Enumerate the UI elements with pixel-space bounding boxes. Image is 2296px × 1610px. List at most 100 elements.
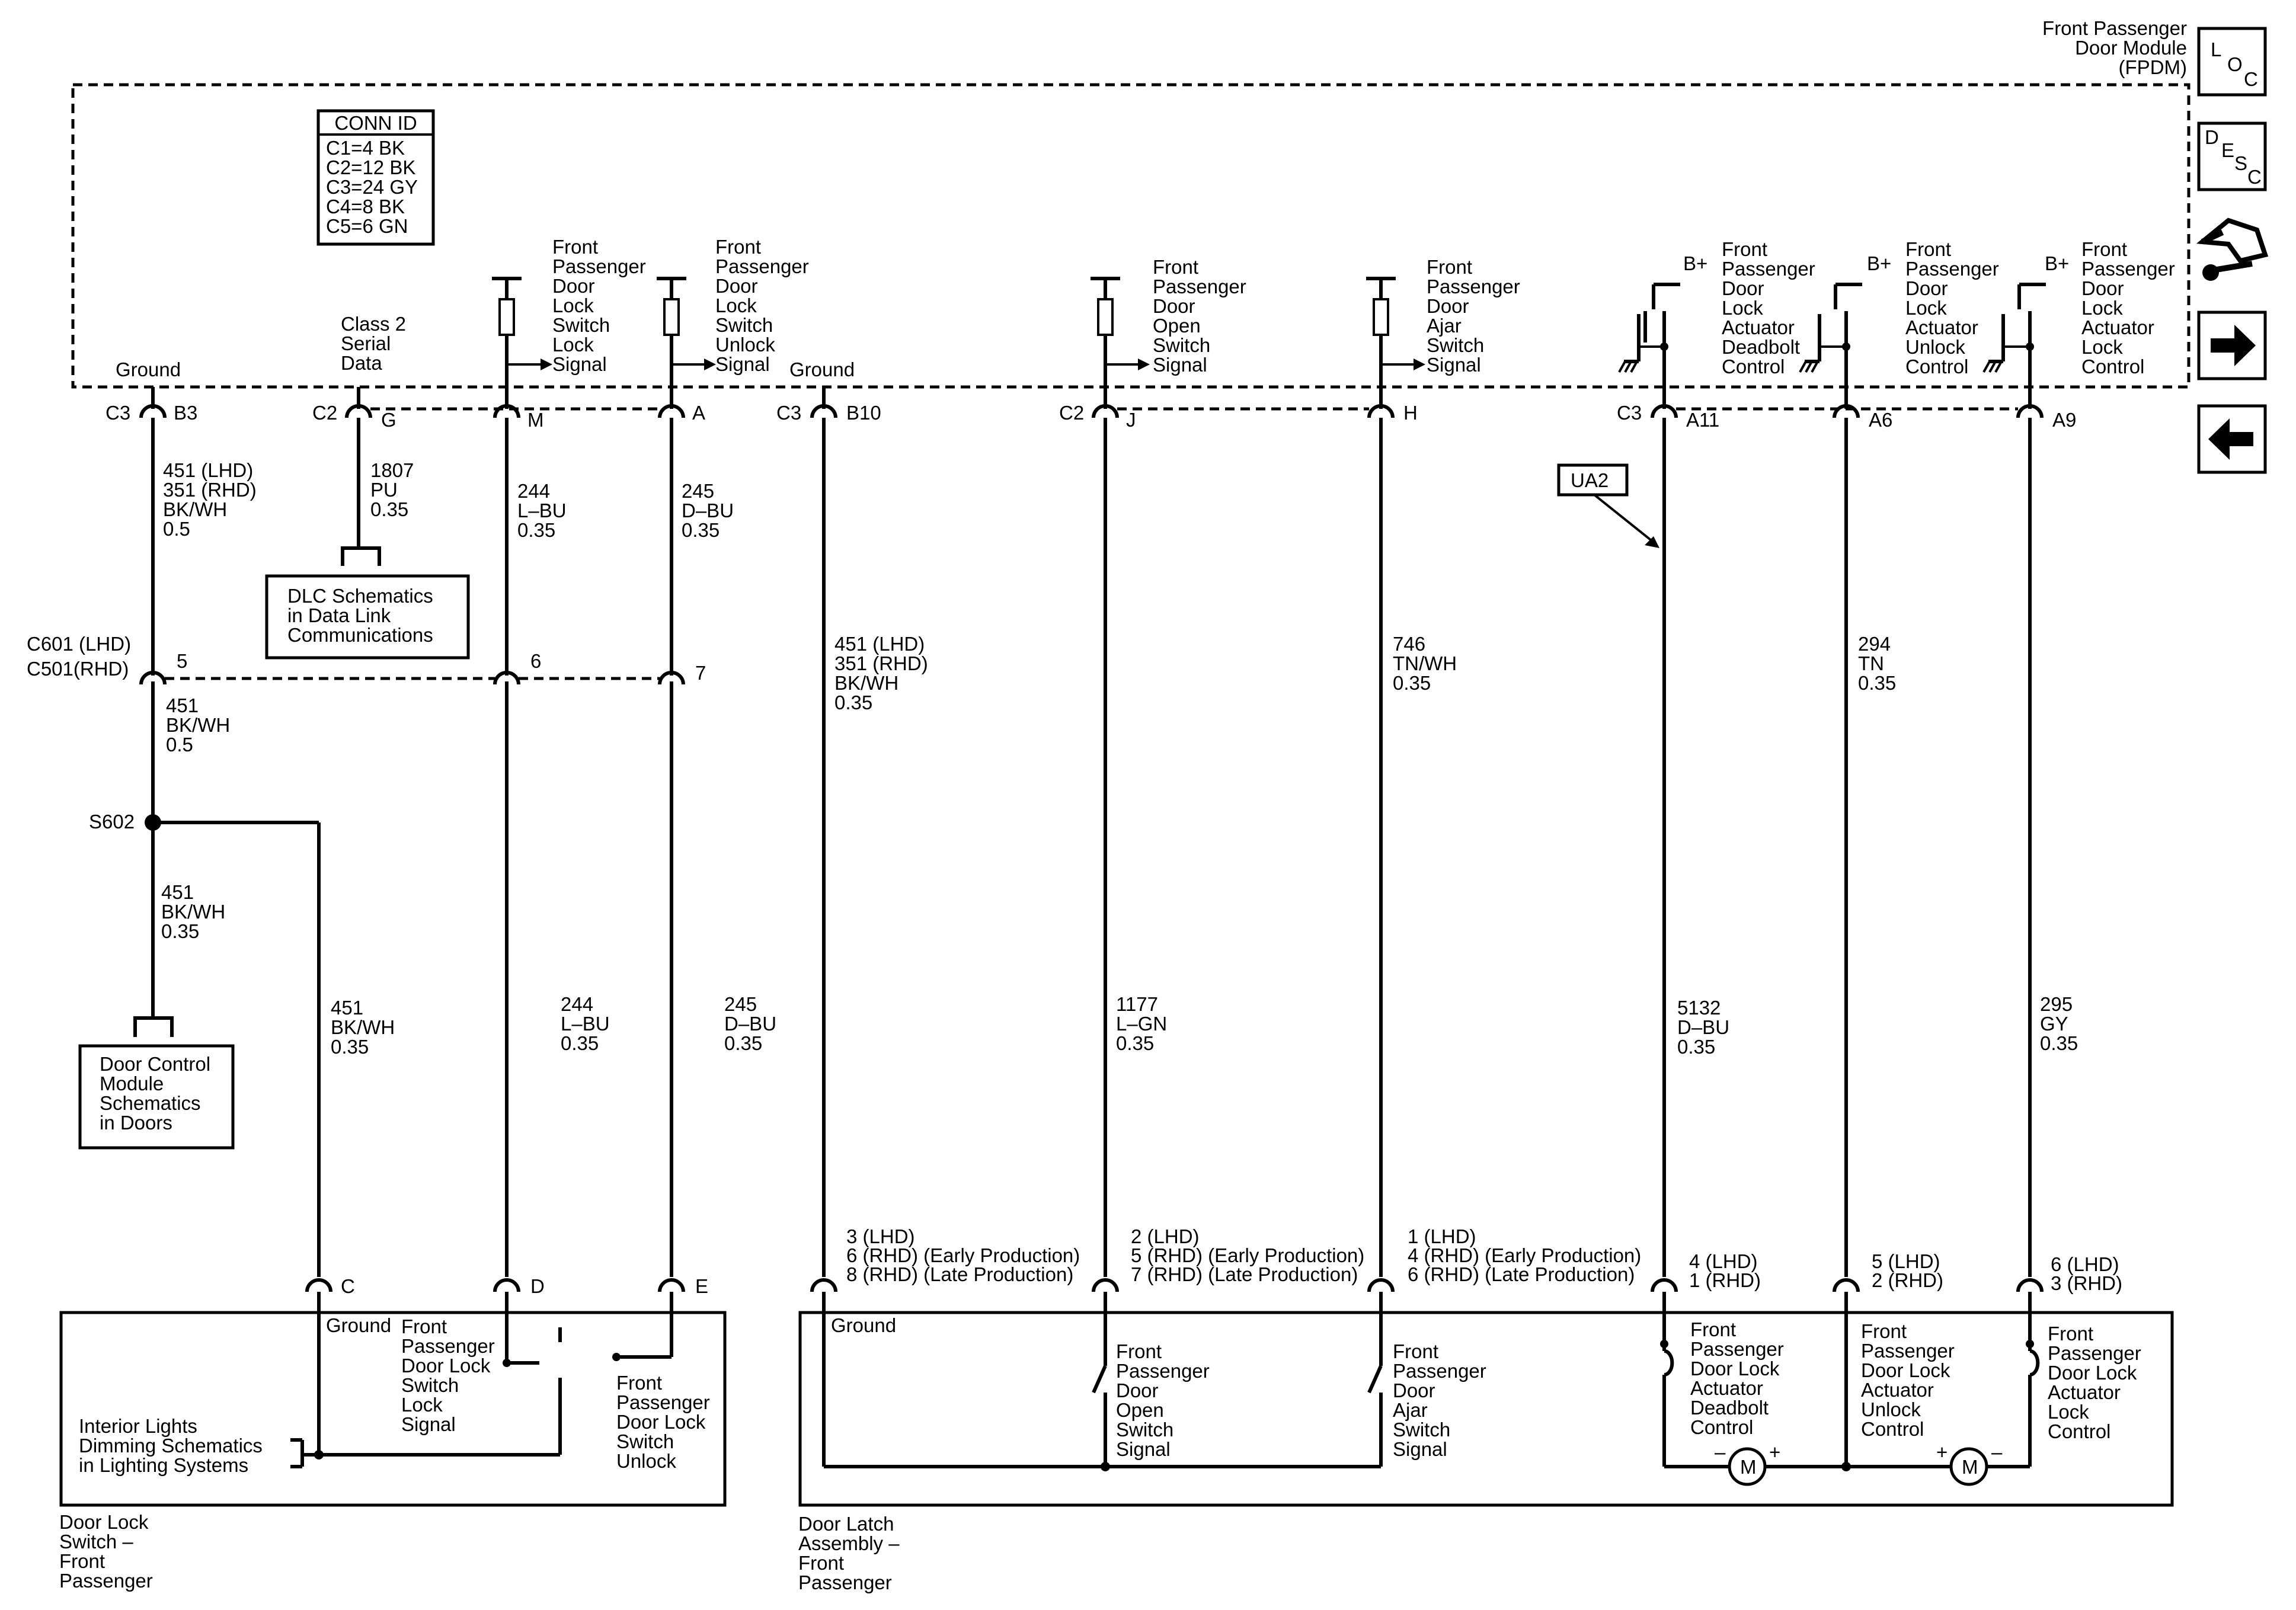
arrow-right-button[interactable] [2197, 311, 2267, 380]
text-line: Actuator [1690, 1377, 1763, 1399]
text-line: Door [552, 275, 595, 297]
text-line: 5 (RHD) (Early Production) [1131, 1244, 1364, 1266]
text-line: Door [1153, 295, 1195, 317]
text-line: Passenger [1393, 1360, 1486, 1382]
c501-label: C501(RHD) [27, 658, 129, 680]
text-line: Door Lock [1861, 1359, 1950, 1381]
bplus-label-2: B+ [1867, 252, 1891, 274]
text-line: Actuator [2081, 316, 2154, 338]
text-line: Door Lock [2048, 1362, 2137, 1384]
text-line: in Data Link [287, 604, 391, 626]
text-line: Switch – [59, 1531, 133, 1553]
pin-g: G [381, 409, 396, 431]
text-line: Dimming Schematics [79, 1435, 263, 1457]
bplus-label-1: B+ [1683, 252, 1707, 274]
text-line: Switch [401, 1374, 459, 1396]
text-line: 0.35 [161, 920, 199, 942]
text-line: 5132 [1677, 997, 1721, 1019]
text-line: D–BU [1677, 1016, 1729, 1038]
text-line: 2 (LHD) [1131, 1225, 1200, 1247]
text-line: 6 (LHD) [2051, 1253, 2119, 1275]
pin-b10: B10 [846, 402, 881, 424]
text-line: Door Latch [798, 1513, 894, 1535]
text-line: Door Control [100, 1053, 210, 1075]
text-line: Unlock [1905, 336, 1965, 358]
text-line: Door Module [2075, 37, 2187, 59]
pin-j: J [1126, 409, 1136, 431]
text-line: 0.35 [2040, 1032, 2078, 1054]
text-line: Front [401, 1315, 447, 1337]
text-line: C2=12 BK [326, 156, 415, 178]
text-line: Front [1153, 256, 1198, 278]
desc-button[interactable]: D E S C [2197, 121, 2267, 191]
text-line: Switch [1427, 334, 1484, 356]
loc-button[interactable]: L O C [2197, 27, 2267, 97]
text-line: Door Lock [401, 1355, 491, 1377]
text-line: Passenger [1690, 1338, 1784, 1360]
latch-pin-3: 1 (LHD)4 (RHD) (Early Production)6 (RHD)… [1408, 1225, 1641, 1285]
text-line: 0.35 [682, 519, 720, 541]
text-line: Actuator [1905, 316, 1978, 338]
text-line: BK/WH [161, 901, 225, 923]
latch-ground: Ground [831, 1314, 896, 1336]
text-line: Communications [287, 624, 433, 646]
latch-pin-6: 6 (LHD)3 (RHD) [2051, 1253, 2122, 1294]
arrow-left-button[interactable] [2197, 404, 2267, 474]
deadbolt-output-driver [1618, 283, 1680, 409]
text-line: Switch [715, 314, 773, 336]
text-line: Door [1393, 1379, 1435, 1401]
svg-text:C: C [2244, 68, 2258, 90]
text-line: Lock [2081, 336, 2123, 358]
text-line: 5 (LHD) [1872, 1250, 1940, 1272]
door-control-module-reference[interactable] [78, 1016, 235, 1150]
vehicle-tools-icon[interactable] [2196, 217, 2269, 281]
switch-pin-d: D [530, 1275, 545, 1297]
text-line: L–BU [517, 500, 567, 521]
text-line: in Doors [100, 1112, 172, 1134]
text-line: Front [1905, 238, 1951, 260]
lock-output-driver [1982, 283, 2046, 409]
dlc-reference[interactable] [265, 546, 470, 660]
text-line: Passenger [798, 1571, 892, 1593]
text-line: Ajar [1427, 315, 1462, 337]
text-line: Passenger [1861, 1340, 1955, 1362]
text-line: Lock [2081, 297, 2123, 319]
pin-c3-1: C3 [105, 402, 130, 424]
text-line: Lock [1722, 297, 1763, 319]
text-line: Door [1427, 295, 1469, 317]
bplus-label-3: B+ [2045, 252, 2069, 274]
motor-2-plus: + [1936, 1441, 1948, 1463]
text-line: 245 [724, 993, 757, 1015]
text-line: Door [715, 275, 758, 297]
text-line: Lock [401, 1394, 443, 1416]
text-line: Passenger [1722, 258, 1815, 280]
text-line: C3=24 GY [326, 176, 418, 198]
arrow-left-icon [2208, 418, 2253, 460]
fpdm-module-outline [71, 83, 2191, 389]
pin-a11: A11 [1686, 409, 1719, 431]
text-line: Front [798, 1552, 844, 1574]
motor-1-minus: – [1715, 1441, 1726, 1463]
pin-c3-3: C3 [1617, 402, 1642, 424]
pin-c2-1: C2 [312, 402, 337, 424]
text-line: Class 2 [341, 313, 406, 335]
text-line: Signal [715, 353, 770, 375]
text-line: Open [1153, 315, 1201, 337]
pin-a9: A9 [2052, 409, 2076, 431]
text-line: BK/WH [166, 714, 230, 736]
text-line: 3 (RHD) [2051, 1272, 2122, 1294]
text-line: 6 (RHD) (Late Production) [1408, 1263, 1635, 1285]
latch-pin-5: 5 (LHD)2 (RHD) [1872, 1250, 1943, 1291]
text-line: 451 [161, 881, 194, 903]
text-line: Signal [1153, 354, 1207, 376]
text-line: Deadbolt [1722, 336, 1800, 358]
text-line: in Lighting Systems [79, 1454, 248, 1476]
